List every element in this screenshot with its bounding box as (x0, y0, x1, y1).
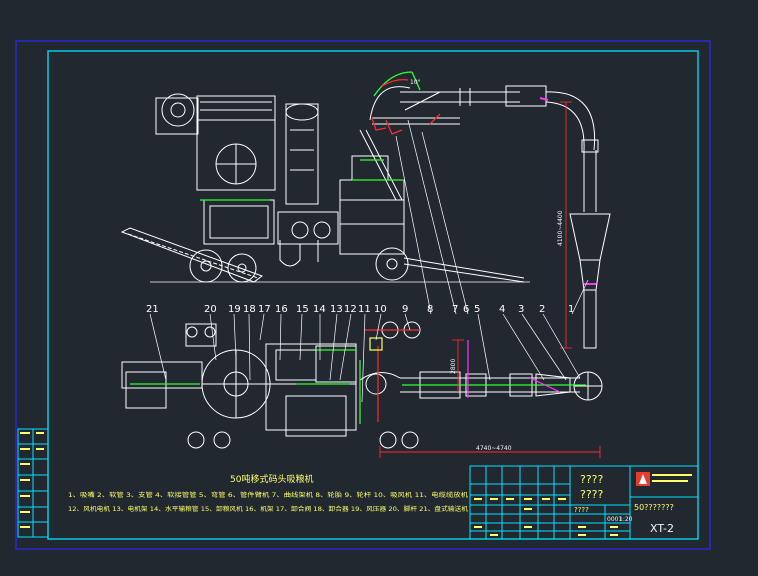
drawing-number: XT-2 (650, 522, 674, 535)
callout-16: 16 (275, 304, 288, 315)
plan-accents (130, 329, 586, 424)
callout-18: 18 (243, 304, 256, 315)
company-logo-icon (636, 472, 692, 486)
title-block-small-q: ???? (574, 506, 589, 514)
dim-vertical-height: 4100~4400 (557, 210, 564, 246)
callout-14: 14 (313, 304, 326, 315)
elevation-view (120, 85, 611, 349)
callout-12: 12 (344, 304, 357, 315)
left-strip-marks (20, 432, 44, 528)
inner-frame (47, 50, 699, 540)
drawing-title: 50吨移式码头吸粮机 (230, 473, 313, 485)
callout-8: 8 (427, 304, 433, 315)
callout-20: 20 (204, 304, 217, 315)
title-block-scale: 1:20 (619, 516, 633, 523)
callout-6: 6 (463, 304, 469, 315)
callout-leaders (149, 119, 589, 403)
callout-9: 9 (402, 304, 408, 315)
callout-13: 13 (330, 304, 343, 315)
plan-view (121, 321, 603, 449)
parts-list-line-2: 12、风机电机 13、电机架 14、水平输粮管 15、卸粮风机 16、机架 17… (68, 505, 469, 513)
callout-15: 15 (296, 304, 309, 315)
vertical-dimension (560, 101, 572, 349)
dim-base-width: 4740~4740 (476, 445, 512, 452)
callout-17: 17 (258, 304, 271, 315)
callout-3: 3 (518, 304, 524, 315)
left-binding-strip (17, 428, 49, 538)
elevation-accents (200, 71, 596, 285)
callout-1: 1 (568, 304, 574, 315)
callout-21: 21 (146, 304, 159, 315)
callout-4: 4 (499, 304, 505, 315)
title-block-question-2: ???? (580, 488, 604, 501)
title-block-company: 50??????? (634, 503, 674, 512)
callout-10: 10 (374, 304, 387, 315)
dim-vertical-small: 2800 (450, 359, 457, 374)
callout-5: 5 (474, 304, 480, 315)
dim-angle: 10° (410, 79, 421, 86)
title-block-scale-code: 0001 (607, 516, 622, 523)
callout-7: 7 (452, 304, 458, 315)
callout-numbers: 21 20 19 18 17 16 15 14 13 12 11 10 9 8 … (146, 304, 574, 315)
title-block-question-1: ???? (580, 473, 604, 486)
callout-2: 2 (539, 304, 545, 315)
outer-frame (15, 40, 711, 550)
callout-11: 11 (358, 304, 371, 315)
plan-dimensions (379, 339, 601, 458)
title-block (469, 465, 699, 540)
parts-list-line-1: 1、吸嘴 2、软管 3、支管 4、软接管管 5、弯管 6、管件臂机 7、曲线架机… (68, 491, 469, 499)
callout-19: 19 (228, 304, 241, 315)
title-block-marks (474, 498, 618, 536)
